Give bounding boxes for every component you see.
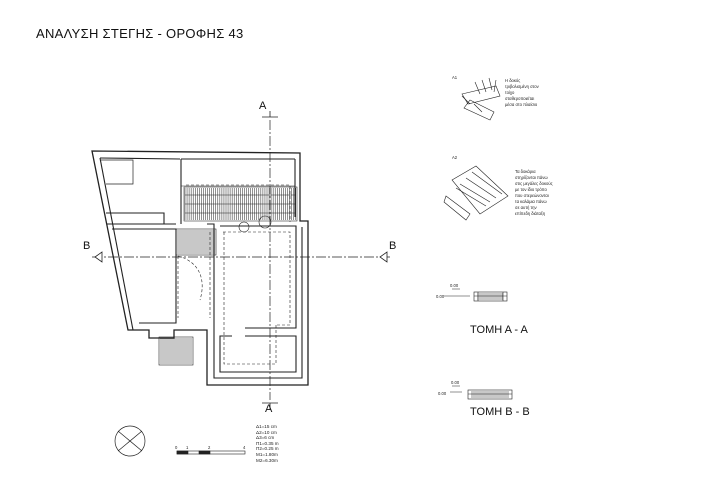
north-arrow xyxy=(114,425,146,457)
detail-a1-note: Η δοκός τριβολισμένη στον τοίχο σταθεροπ… xyxy=(505,78,539,107)
section-mark-b-right: B xyxy=(389,240,397,252)
legend-line: M2=6.30m xyxy=(256,457,278,463)
stair-treads xyxy=(177,230,215,254)
section-bb-level: 0.00 xyxy=(451,380,460,385)
drawing-title: ΑΝΑΛΥΣΗ ΣΤΕΓΗΣ - ΟΡΟΦΗΣ 43 xyxy=(36,26,244,41)
scale-tick: 2 xyxy=(208,445,211,450)
section-lines xyxy=(92,120,390,400)
note-line: σε αυτή την xyxy=(515,205,537,210)
legend-line: Π1=0.35 m xyxy=(256,440,279,446)
legend-line: Δ1=15 cm xyxy=(256,424,277,429)
note-line: σταθεροποιείται xyxy=(505,96,534,101)
plan-outline xyxy=(91,150,309,386)
section-aa-level: 0.00 xyxy=(436,294,445,299)
detail-a2-sketch xyxy=(443,165,509,221)
note-line: με τον ίδιο τρόπο xyxy=(515,187,547,192)
detail-a1-label: A1 xyxy=(452,75,458,80)
legend-line: Δ2=10 cm xyxy=(256,429,277,435)
note-line: στις μεγάλες δοκούς xyxy=(515,181,553,186)
detail-a2-note: Τα δοκάρια στηρίζονται πάνω στις μεγάλες… xyxy=(515,169,553,216)
note-line: στηρίζονται πάνω xyxy=(515,175,548,180)
scale-bar xyxy=(176,450,246,455)
section-bb-title: ΤΟΜΗ Β - Β xyxy=(470,406,530,418)
dimension-legend: Δ1=15 cm Δ2=10 cm Δ3=6 cm Π1=0.35 m Π2=0… xyxy=(256,424,279,463)
scale-tick: 1 xyxy=(186,445,189,450)
scale-tick: 4 xyxy=(243,445,246,450)
note-line: που στερεώνονται xyxy=(515,193,549,198)
scale-labels: 0 1 2 4 xyxy=(175,445,246,450)
detail-a1-sketch xyxy=(461,77,501,121)
detail-a2-label: A2 xyxy=(452,155,458,160)
section-aa-hatch xyxy=(477,293,503,300)
section-bb-hatch xyxy=(471,391,509,398)
section-bb-drawing xyxy=(450,385,513,400)
beam-hatch-lines xyxy=(184,188,296,220)
legend-line: M1=1.80m xyxy=(256,451,278,457)
section-bb-level: 0.00 xyxy=(438,391,447,396)
section-aa-drawing xyxy=(444,288,508,302)
roof-beams-hatch xyxy=(183,186,298,222)
note-line: τριβολισμένη στον xyxy=(505,84,539,89)
section-mark-a-bottom: A xyxy=(265,403,273,415)
note-line: επίπεδη διάταξη xyxy=(515,211,546,216)
section-mark-a-top: A xyxy=(259,100,267,112)
staircase xyxy=(158,228,217,366)
section-aa-level: 0.00 xyxy=(450,283,459,288)
note-line: τα καλάμια πάνω xyxy=(515,199,547,204)
column-circle xyxy=(238,221,250,233)
note-line: Η δοκός xyxy=(505,78,520,83)
note-line: Τα δοκάρια xyxy=(515,169,536,174)
roof-dashed-outline xyxy=(177,184,291,365)
scale-tick: 0 xyxy=(175,445,178,450)
note-line: τοίχο xyxy=(505,90,515,95)
stair-treads-lower xyxy=(160,338,192,364)
note-line: μέσα στο πλαίσιο xyxy=(505,102,538,107)
legend-line: Δ3=6 cm xyxy=(256,435,275,441)
section-arrows xyxy=(94,111,388,409)
section-aa-title: ΤΟΜΗ Α - Α xyxy=(470,324,528,336)
legend-line: Π2=0.25 m xyxy=(256,446,279,452)
section-mark-b-left: B xyxy=(83,240,91,252)
